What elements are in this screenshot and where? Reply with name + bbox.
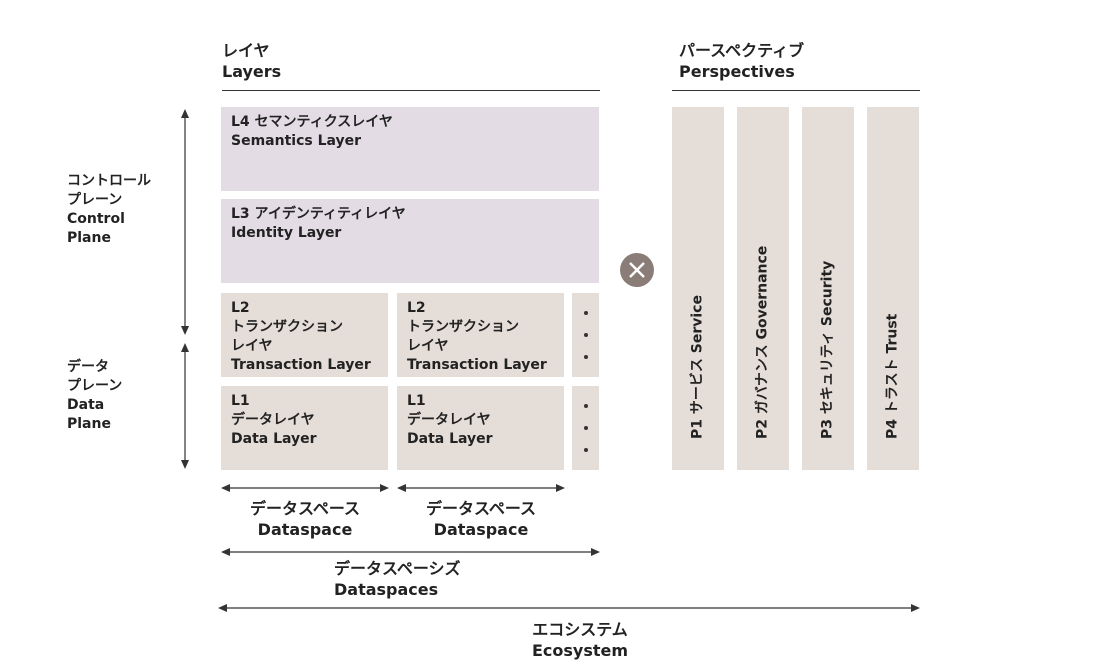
l4-title-ja: L4 セマンティクスレイヤ xyxy=(231,114,393,130)
circle-times-icon xyxy=(620,253,654,287)
l2-1-title-ja-2: レイヤ xyxy=(231,338,273,354)
l4-semantics-layer: L4 セマンティクスレイヤ Semantics Layer xyxy=(221,107,599,191)
l2-2-title-ja-1: トランザクション xyxy=(407,319,519,335)
perspective-p2-governance: P2 ガバナンス Governance xyxy=(737,107,789,470)
dataspaces-ja: データスペーシズ xyxy=(334,559,461,578)
data-plane-en-2: Plane xyxy=(67,416,111,432)
l2-transaction-layer-1: L2 トランザクション レイヤ Transaction Layer xyxy=(221,293,388,377)
control-plane-ja-2: プレーン xyxy=(67,192,123,208)
l2-more-dots xyxy=(572,293,599,377)
l2-1-title-en: Transaction Layer xyxy=(231,357,371,373)
l2-1-level: L2 xyxy=(231,300,250,316)
l3-title-en: Identity Layer xyxy=(231,225,342,241)
layers-heading: レイヤ Layers xyxy=(222,40,281,82)
layers-heading-en: Layers xyxy=(222,62,282,81)
data-plane-label: データ プレーン Data Plane xyxy=(67,358,122,434)
data-plane-arrow xyxy=(181,343,189,469)
data-plane-ja-1: データ xyxy=(67,359,109,375)
l1-2-title-ja: データレイヤ xyxy=(407,412,491,428)
l2-1-title-ja-1: トランザクション xyxy=(231,319,343,335)
dataspace-arrow-2 xyxy=(397,484,565,492)
perspective-p1-service: P1 サービス Service xyxy=(672,107,724,470)
l2-2-title-en: Transaction Layer xyxy=(407,357,547,373)
control-plane-en-2: Plane xyxy=(67,230,111,246)
l1-2-title-en: Data Layer xyxy=(407,431,493,447)
l2-2-level: L2 xyxy=(407,300,426,316)
perspectives-heading: パースペクティブ Perspectives xyxy=(679,40,804,82)
layers-heading-ja: レイヤ xyxy=(222,41,270,60)
layers-heading-rule xyxy=(222,90,600,91)
l2-2-title-ja-2: レイヤ xyxy=(407,338,449,354)
perspectives-heading-ja: パースペクティブ xyxy=(679,41,805,60)
dataspaces-en: Dataspaces xyxy=(334,580,439,599)
ecosystem-arrow xyxy=(218,604,920,612)
l3-title-ja: L3 アイデンティティレイヤ xyxy=(231,206,406,222)
l1-data-layer-2: L1 データレイヤ Data Layer xyxy=(397,386,564,470)
l1-1-title-ja: データレイヤ xyxy=(231,412,315,428)
dataspace-2-en: Dataspace xyxy=(433,520,529,539)
l4-title-en: Semantics Layer xyxy=(231,133,362,149)
ecosystem-en: Ecosystem xyxy=(531,641,629,660)
l2-transaction-layer-2: L2 トランザクション レイヤ Transaction Layer xyxy=(397,293,564,377)
dataspaces-arrow xyxy=(221,548,600,556)
perspectives-heading-en: Perspectives xyxy=(679,62,795,81)
control-plane-ja-1: コントロール xyxy=(67,173,151,189)
perspectives-heading-rule xyxy=(672,90,920,91)
control-plane-en-1: Control xyxy=(67,211,125,227)
l1-2-level: L1 xyxy=(407,393,426,409)
dataspace-label-2: データスペース Dataspace xyxy=(397,498,565,540)
data-plane-en-1: Data xyxy=(67,397,105,413)
l1-more-dots xyxy=(572,386,599,470)
l1-1-level: L1 xyxy=(231,393,250,409)
control-plane-label: コントロール プレーン Control Plane xyxy=(67,172,151,248)
data-plane-ja-2: プレーン xyxy=(67,378,123,394)
perspective-p4-trust: P4 トラスト Trust xyxy=(867,107,919,470)
l1-data-layer-1: L1 データレイヤ Data Layer xyxy=(221,386,388,470)
dataspace-arrow-1 xyxy=(221,484,389,492)
dataspace-2-ja: データスペース xyxy=(425,499,537,518)
l1-1-title-en: Data Layer xyxy=(231,431,317,447)
ecosystem-label: エコシステム Ecosystem xyxy=(470,619,690,661)
dataspace-1-en: Dataspace xyxy=(257,520,353,539)
dataspace-label-1: データスペース Dataspace xyxy=(221,498,389,540)
dataspaces-label: データスペーシズ Dataspaces xyxy=(334,558,461,600)
control-plane-arrow xyxy=(181,109,189,335)
dataspace-1-ja: データスペース xyxy=(249,499,361,518)
perspective-p3-security: P3 セキュリティ Security xyxy=(802,107,854,470)
l3-identity-layer: L3 アイデンティティレイヤ Identity Layer xyxy=(221,199,599,283)
ecosystem-ja: エコシステム xyxy=(532,620,628,639)
